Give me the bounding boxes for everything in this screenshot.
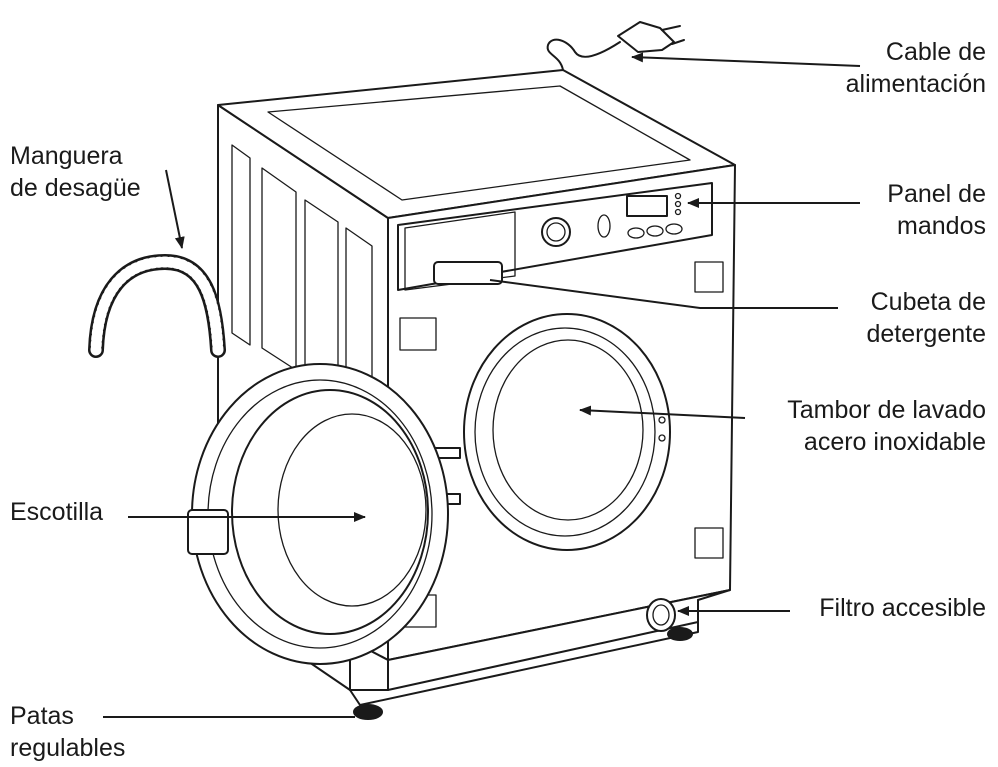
washing-machine	[187, 69, 736, 720]
leader-cubeta	[489, 279, 838, 309]
label-cable: Cable de alimentación	[845, 38, 986, 98]
small-dial	[597, 214, 611, 238]
door-glass	[231, 389, 429, 635]
label-manguera: Manguera de desagüe	[10, 142, 141, 202]
drawer-handle	[433, 261, 503, 285]
base-lines	[349, 599, 699, 706]
door-latch	[187, 509, 229, 555]
foot-front	[353, 704, 383, 720]
label-tambor: Tambor de lavado acero inoxidable	[787, 396, 986, 456]
detergent-drawer	[404, 211, 516, 291]
label-panel: Panel de mandos	[887, 180, 986, 240]
label-patas: Patas regulables	[10, 702, 126, 762]
label-cubeta: Cubeta de detergente	[866, 288, 986, 348]
leader-cable	[631, 52, 861, 67]
power-cable	[546, 38, 621, 71]
leader-manguera	[165, 169, 185, 249]
display	[626, 195, 668, 217]
leader-tambor	[579, 405, 746, 419]
foot-right	[667, 627, 693, 641]
drum-opening	[463, 313, 671, 551]
drum	[492, 339, 644, 521]
label-filtro: Filtro accesible	[819, 594, 986, 622]
program-knob	[541, 217, 571, 247]
filter-cap	[646, 598, 676, 632]
front-marker	[399, 317, 437, 351]
power-plug	[617, 21, 675, 53]
label-escotilla: Escotilla	[10, 498, 104, 526]
machine-top-panel	[267, 85, 691, 201]
